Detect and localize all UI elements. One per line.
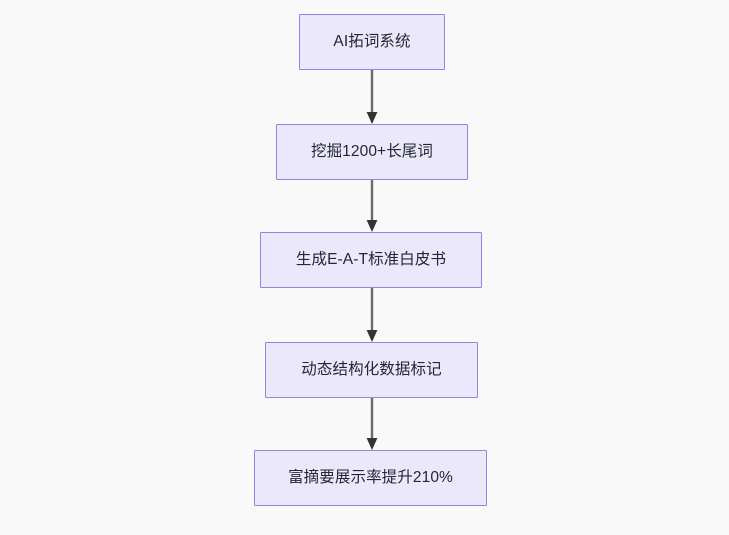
flow-node-label: 挖掘1200+长尾词 — [310, 142, 434, 160]
arrowhead-icon — [366, 220, 378, 232]
flow-node-generate-eat-whitepaper[interactable]: 生成E-A-T标准白皮书 — [260, 232, 482, 288]
edge-n2-to-n3 — [366, 180, 378, 232]
arrowhead-icon — [366, 112, 378, 124]
flow-node-mine-longtail-keywords[interactable]: 挖掘1200+长尾词 — [276, 124, 468, 180]
edge-n3-to-n4 — [366, 288, 378, 342]
flow-node-label: 动态结构化数据标记 — [301, 360, 442, 378]
flow-node-dynamic-structured-data-markup[interactable]: 动态结构化数据标记 — [265, 342, 478, 398]
edge-n4-to-n5 — [366, 398, 378, 450]
flow-node-label: AI拓词系统 — [333, 32, 411, 50]
arrowhead-icon — [366, 438, 378, 450]
flow-node-rich-snippet-impression-lift[interactable]: 富摘要展示率提升210% — [254, 450, 487, 506]
edge-n1-to-n2 — [366, 70, 378, 124]
flow-node-label: 富摘要展示率提升210% — [288, 468, 453, 486]
arrowhead-icon — [366, 330, 378, 342]
flow-node-ai-keyword-system[interactable]: AI拓词系统 — [299, 14, 445, 70]
flow-node-label: 生成E-A-T标准白皮书 — [295, 250, 447, 268]
